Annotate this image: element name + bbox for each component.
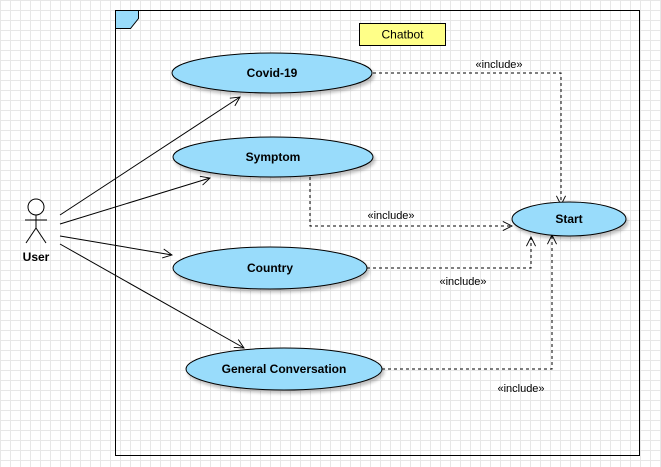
usecase-country-label: Country [247, 261, 293, 275]
include-lines [309, 72, 561, 370]
include-label-symptom: «include» [367, 210, 414, 222]
usecase-covid-19[interactable]: Covid-19 [171, 52, 373, 94]
usecase-general-conversation-label: General Conversation [222, 362, 347, 376]
association-symptom [59, 178, 210, 225]
include-general-to-start [382, 235, 552, 370]
usecase-covid-19-label: Covid-19 [247, 66, 298, 80]
usecase-start-label: Start [555, 212, 582, 226]
usecase-start[interactable]: Start [511, 201, 627, 237]
stick-figure-icon [25, 198, 47, 244]
system-boundary[interactable] [115, 10, 640, 456]
system-title-box[interactable]: Chatbot [359, 23, 446, 46]
association-general [59, 243, 244, 348]
usecase-symptom-label: Symptom [246, 150, 301, 164]
include-covid-to-start [373, 72, 561, 205]
actor-label: User [23, 250, 50, 264]
include-label-country: «include» [439, 276, 486, 288]
usecase-symptom[interactable]: Symptom [172, 136, 374, 178]
association-covid [59, 97, 240, 216]
association-country [59, 235, 172, 255]
boundary-tab-icon [115, 10, 139, 29]
association-lines [59, 97, 244, 348]
include-country-to-start [367, 237, 531, 269]
actor-user[interactable]: User [23, 198, 50, 264]
usecase-country[interactable]: Country [172, 246, 368, 290]
include-label-covid: «include» [475, 59, 522, 71]
include-symptom-to-start [309, 177, 512, 226]
system-title: Chatbot [381, 28, 424, 42]
usecase-general-conversation[interactable]: General Conversation [185, 347, 383, 391]
include-label-general: «include» [497, 383, 544, 395]
